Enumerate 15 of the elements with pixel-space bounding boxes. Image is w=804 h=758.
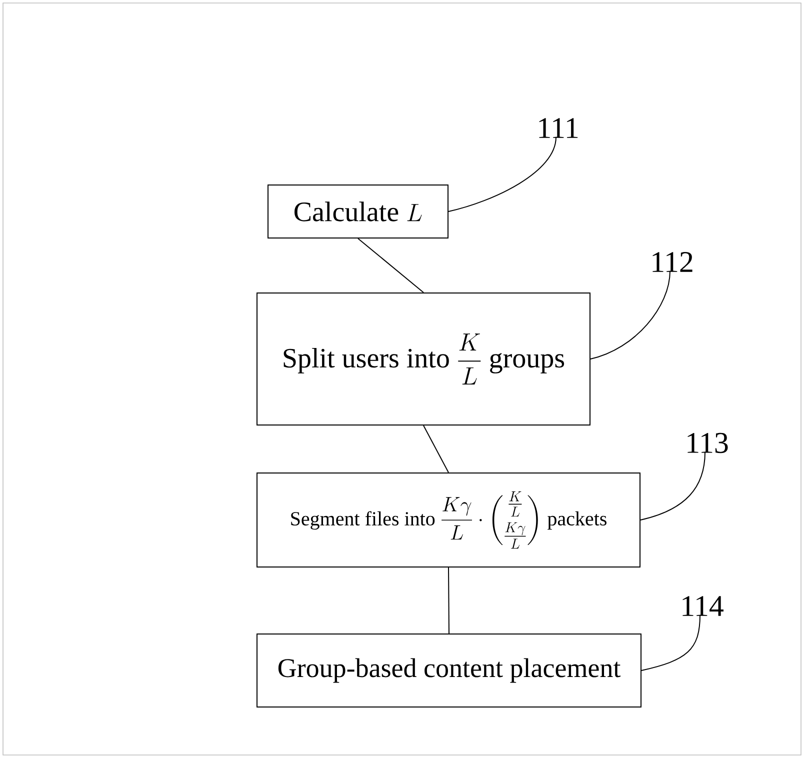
callout-number: 111 xyxy=(539,118,578,138)
process-box: $\text{Segment files into } \frac{K\gamma}{L}\cdot\binom{\frac{K}{L}}{\frac{K\gamma}{L}} \text{ packets}$ xyxy=(256,472,640,568)
callout-number: 113 xyxy=(688,432,728,454)
leader-line xyxy=(641,614,700,671)
leader-line xyxy=(590,270,670,360)
connector-line xyxy=(358,238,424,293)
process-box: $\text{Calculate } L$ xyxy=(268,184,448,238)
connector-line xyxy=(448,566,450,634)
leader-line xyxy=(448,136,556,212)
process-box: Group-based content placement xyxy=(256,633,642,708)
connector-line xyxy=(423,424,449,473)
leader-line xyxy=(640,452,706,520)
callout-number: 114 xyxy=(682,596,724,616)
callout-number: 112 xyxy=(652,252,692,272)
process-box: $\text{Split users into } \dfrac{K}{L} \text{ groups}$ xyxy=(256,292,590,426)
